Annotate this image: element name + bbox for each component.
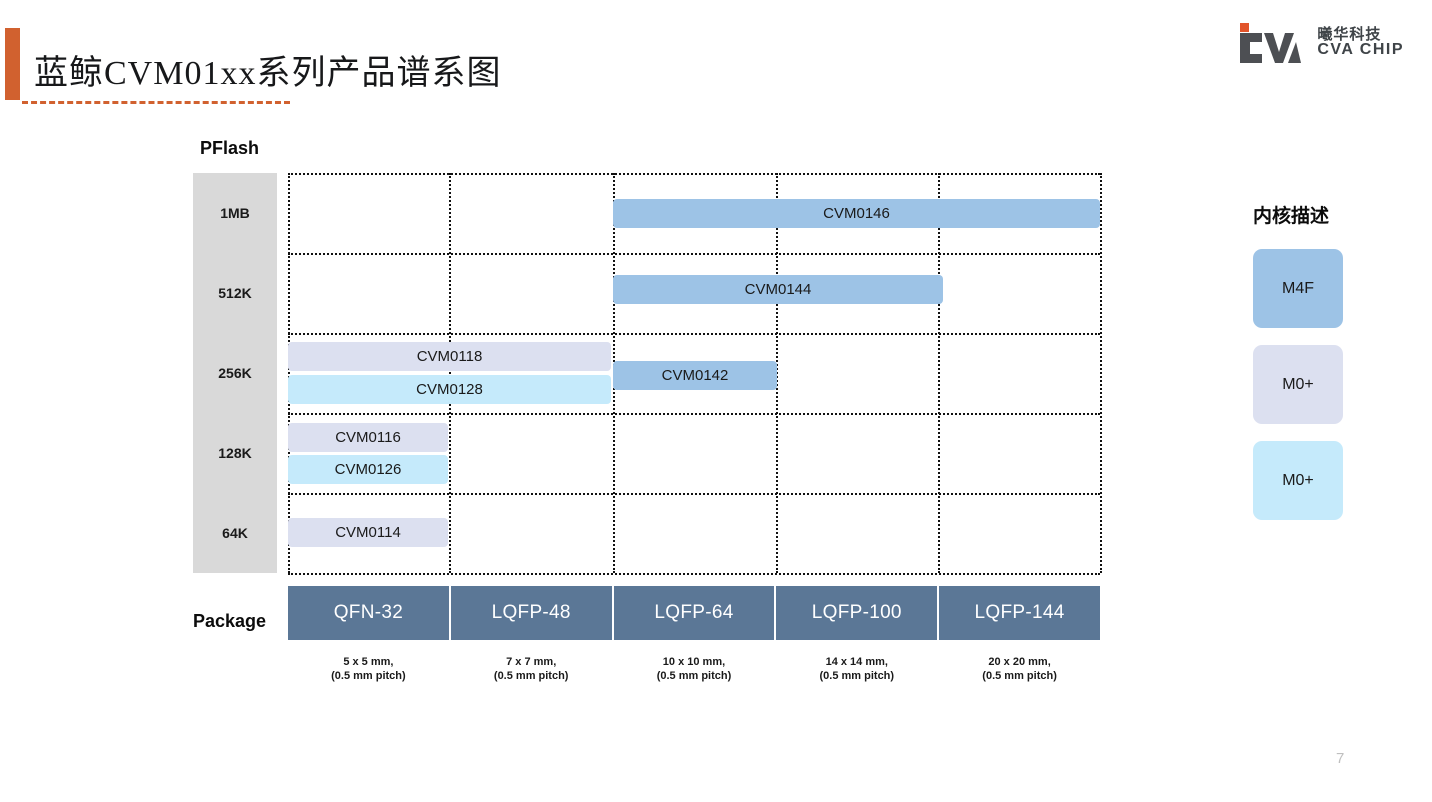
grid-hline [288,253,1100,255]
chip-bar-label: CVM0142 [661,367,729,384]
package-dimension-lqfp-64: 10 x 10 mm, (0.5 mm pitch) [614,655,775,684]
legend-swatch-label: M0+ [1282,375,1314,393]
cva-logo-mark-icon [1235,23,1307,63]
grid-hline [288,573,1100,575]
package-cell-qfn-32[interactable]: QFN-32 [288,586,449,640]
package-dimension-lqfp-100: 14 x 14 mm, (0.5 mm pitch) [776,655,937,684]
chip-bar-cvm0128[interactable]: CVM0128 [288,375,611,404]
page-number: 7 [1336,750,1345,767]
page-title: 蓝鲸CVM01xx系列产品谱系图 [34,55,502,92]
grid-vline [938,173,940,573]
chip-bar-label: CVM0128 [416,381,483,398]
package-dimension-pitch: (0.5 mm pitch) [982,670,1057,683]
package-cell-label: LQFP-144 [974,602,1065,623]
grid-hline [288,413,1100,415]
chip-bar-cvm0114[interactable]: CVM0114 [288,518,448,547]
chip-bar-cvm0116[interactable]: CVM0116 [288,423,448,452]
chip-bar-label: CVM0118 [416,348,483,365]
package-cell-lqfp-100[interactable]: LQFP-100 [776,586,938,640]
package-cell-lqfp-64[interactable]: LQFP-64 [613,586,775,640]
package-dimension-lqfp-144: 20 x 20 mm, (0.5 mm pitch) [939,655,1100,684]
logo-company-name-en: CVA CHIP [1317,41,1404,59]
package-dimension-size: 7 x 7 mm, [506,656,557,668]
pflash-tick-128k: 128K [218,445,252,461]
grid-hline [288,173,1100,175]
title-accent-bar [5,28,20,100]
package-dimension-size: 5 x 5 mm, [343,656,394,668]
legend-swatch-label: M0+ [1282,471,1314,489]
grid-vline [449,173,451,573]
chip-bar-cvm0118[interactable]: CVM0118 [288,342,611,371]
brand-logo: 曦华科技 CVA CHIP [1235,20,1404,66]
package-cell-label: LQFP-64 [654,602,734,623]
legend-swatch-3[interactable]: M0+ [1253,441,1343,520]
package-dimension-size: 20 x 20 mm, [988,656,1051,668]
package-cell-lqfp-48[interactable]: LQFP-48 [450,586,612,640]
logo-company-name-cn: 曦华科技 [1317,25,1382,43]
package-dimension-size: 14 x 14 mm, [825,656,888,668]
chip-bar-cvm0144[interactable]: CVM0144 [613,275,943,304]
legend-swatch-2[interactable]: M0+ [1253,345,1343,424]
package-dimension-qfn-32: 5 x 5 mm, (0.5 mm pitch) [288,655,449,684]
package-dimension-lqfp-48: 7 x 7 mm, (0.5 mm pitch) [451,655,612,684]
package-header-row: QFN-32 LQFP-48 LQFP-64 LQFP-100 LQFP-144 [288,586,1100,640]
grid-vline [1100,173,1102,573]
grid-hline [288,493,1100,495]
pflash-tick-512k: 512K [218,285,252,301]
package-dimension-pitch: (0.5 mm pitch) [493,670,569,683]
pflash-tick-1mb: 1MB [220,205,250,221]
title-dashed-rule [22,101,290,104]
package-dimension-pitch: (0.5 mm pitch) [331,670,406,683]
legend-swatches: M4F M0+ M0+ [1253,249,1343,520]
package-dimension-size: 10 x 10 mm, [662,656,726,668]
pflash-tick-256k: 256K [218,365,252,381]
pflash-axis-title: PFlash [200,138,260,158]
package-dimension-pitch: (0.5 mm pitch) [819,670,895,683]
chip-bar-label: CVM0116 [335,429,401,446]
package-cell-lqfp-144[interactable]: LQFP-144 [939,586,1100,640]
chip-bar-label: CVM0144 [744,281,812,298]
chip-bar-cvm0126[interactable]: CVM0126 [288,455,448,484]
pflash-tick-64k: 64K [222,525,248,541]
package-axis-title: Package [193,611,267,631]
chip-bar-cvm0146[interactable]: CVM0146 [613,199,1100,228]
grid-hline [288,333,1100,335]
package-dimensions-row: 5 x 5 mm, (0.5 mm pitch) 7 x 7 mm, (0.5 mm … [288,655,1100,684]
grid-vline [776,173,778,573]
legend-swatch-1[interactable]: M4F [1253,249,1343,328]
legend-title: 内核描述 [1253,206,1330,227]
chip-bar-label: CVM0146 [823,205,890,222]
pflash-axis-band: 1MB 512K 256K 128K 64K [193,173,277,573]
logo-text-block: 曦华科技 CVA CHIP [1317,25,1404,60]
chip-bar-cvm0142[interactable]: CVM0142 [613,361,777,390]
package-cell-label: LQFP-48 [491,602,571,623]
grid-vline [288,173,290,573]
package-cell-label: LQFP-100 [811,602,902,623]
package-dimension-pitch: (0.5 mm pitch) [656,670,732,683]
package-cell-label: QFN-32 [333,602,404,623]
chip-bar-label: CVM0126 [334,461,402,478]
legend-swatch-label: M4F [1282,279,1314,297]
chip-bar-label: CVM0114 [335,524,401,541]
